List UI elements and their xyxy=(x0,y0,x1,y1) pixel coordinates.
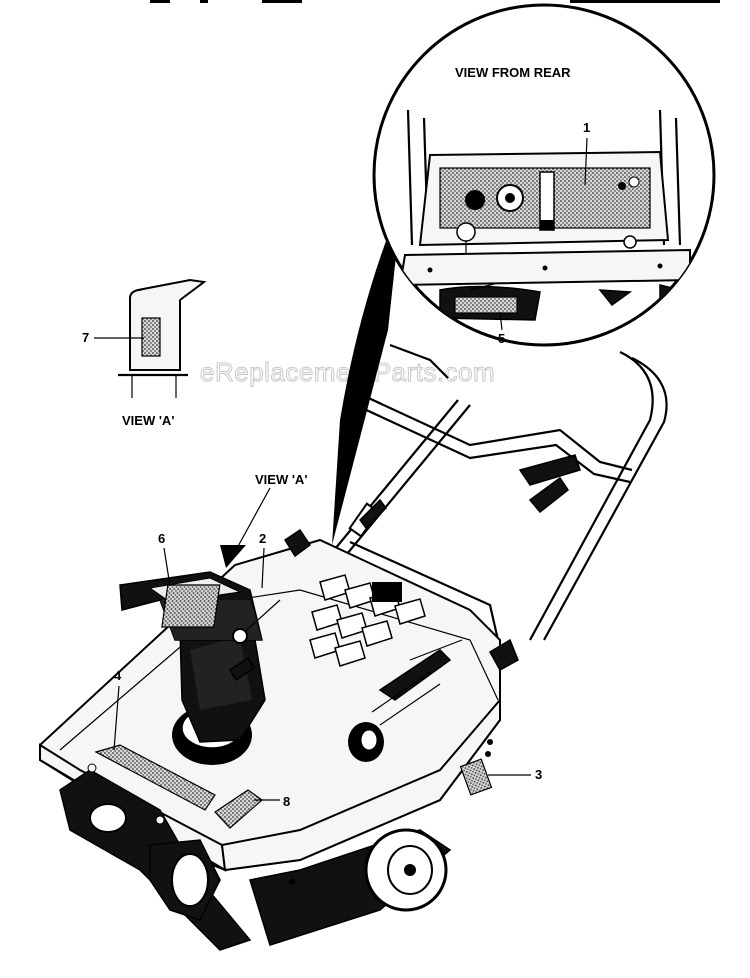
callout-4-leader xyxy=(113,685,120,751)
callout-3-label: 3 xyxy=(535,767,542,782)
view-a-leader xyxy=(235,487,271,551)
callout-1-label: 1 xyxy=(583,120,590,135)
callout-5-leader xyxy=(499,311,503,331)
decal-3 xyxy=(459,758,493,796)
snow-thrower: VIEW 'A' xyxy=(39,343,668,951)
callout-6-label: 6 xyxy=(158,531,165,546)
rear-view-title: VIEW FROM REAR xyxy=(455,65,571,80)
callout-2-leader xyxy=(261,547,265,589)
view-a-pointer-label: VIEW 'A' xyxy=(255,472,307,487)
detail-wedge xyxy=(332,200,402,545)
rear-view-detail: VIEW FROM REAR 1 5 xyxy=(372,3,716,347)
callout-2-label: 2 xyxy=(259,531,266,546)
callout-4-label: 4 xyxy=(114,668,122,683)
callout-6-leader xyxy=(163,547,171,587)
decal-4 xyxy=(94,744,216,811)
callout-7-label: 7 xyxy=(82,330,89,345)
callout-1-leader xyxy=(584,137,588,186)
control-keys xyxy=(309,574,426,667)
callout-5-label: 5 xyxy=(498,331,505,346)
top-edge-marks xyxy=(150,0,720,3)
callout-8-label: 8 xyxy=(283,794,290,809)
view-a-caption: VIEW 'A' xyxy=(122,413,174,428)
main-callouts: 6 2 4 8 3 xyxy=(113,531,542,809)
view-a-arrow xyxy=(220,545,246,568)
decal-2 xyxy=(161,584,221,628)
view-a-inset: 7 VIEW 'A' xyxy=(82,278,207,428)
